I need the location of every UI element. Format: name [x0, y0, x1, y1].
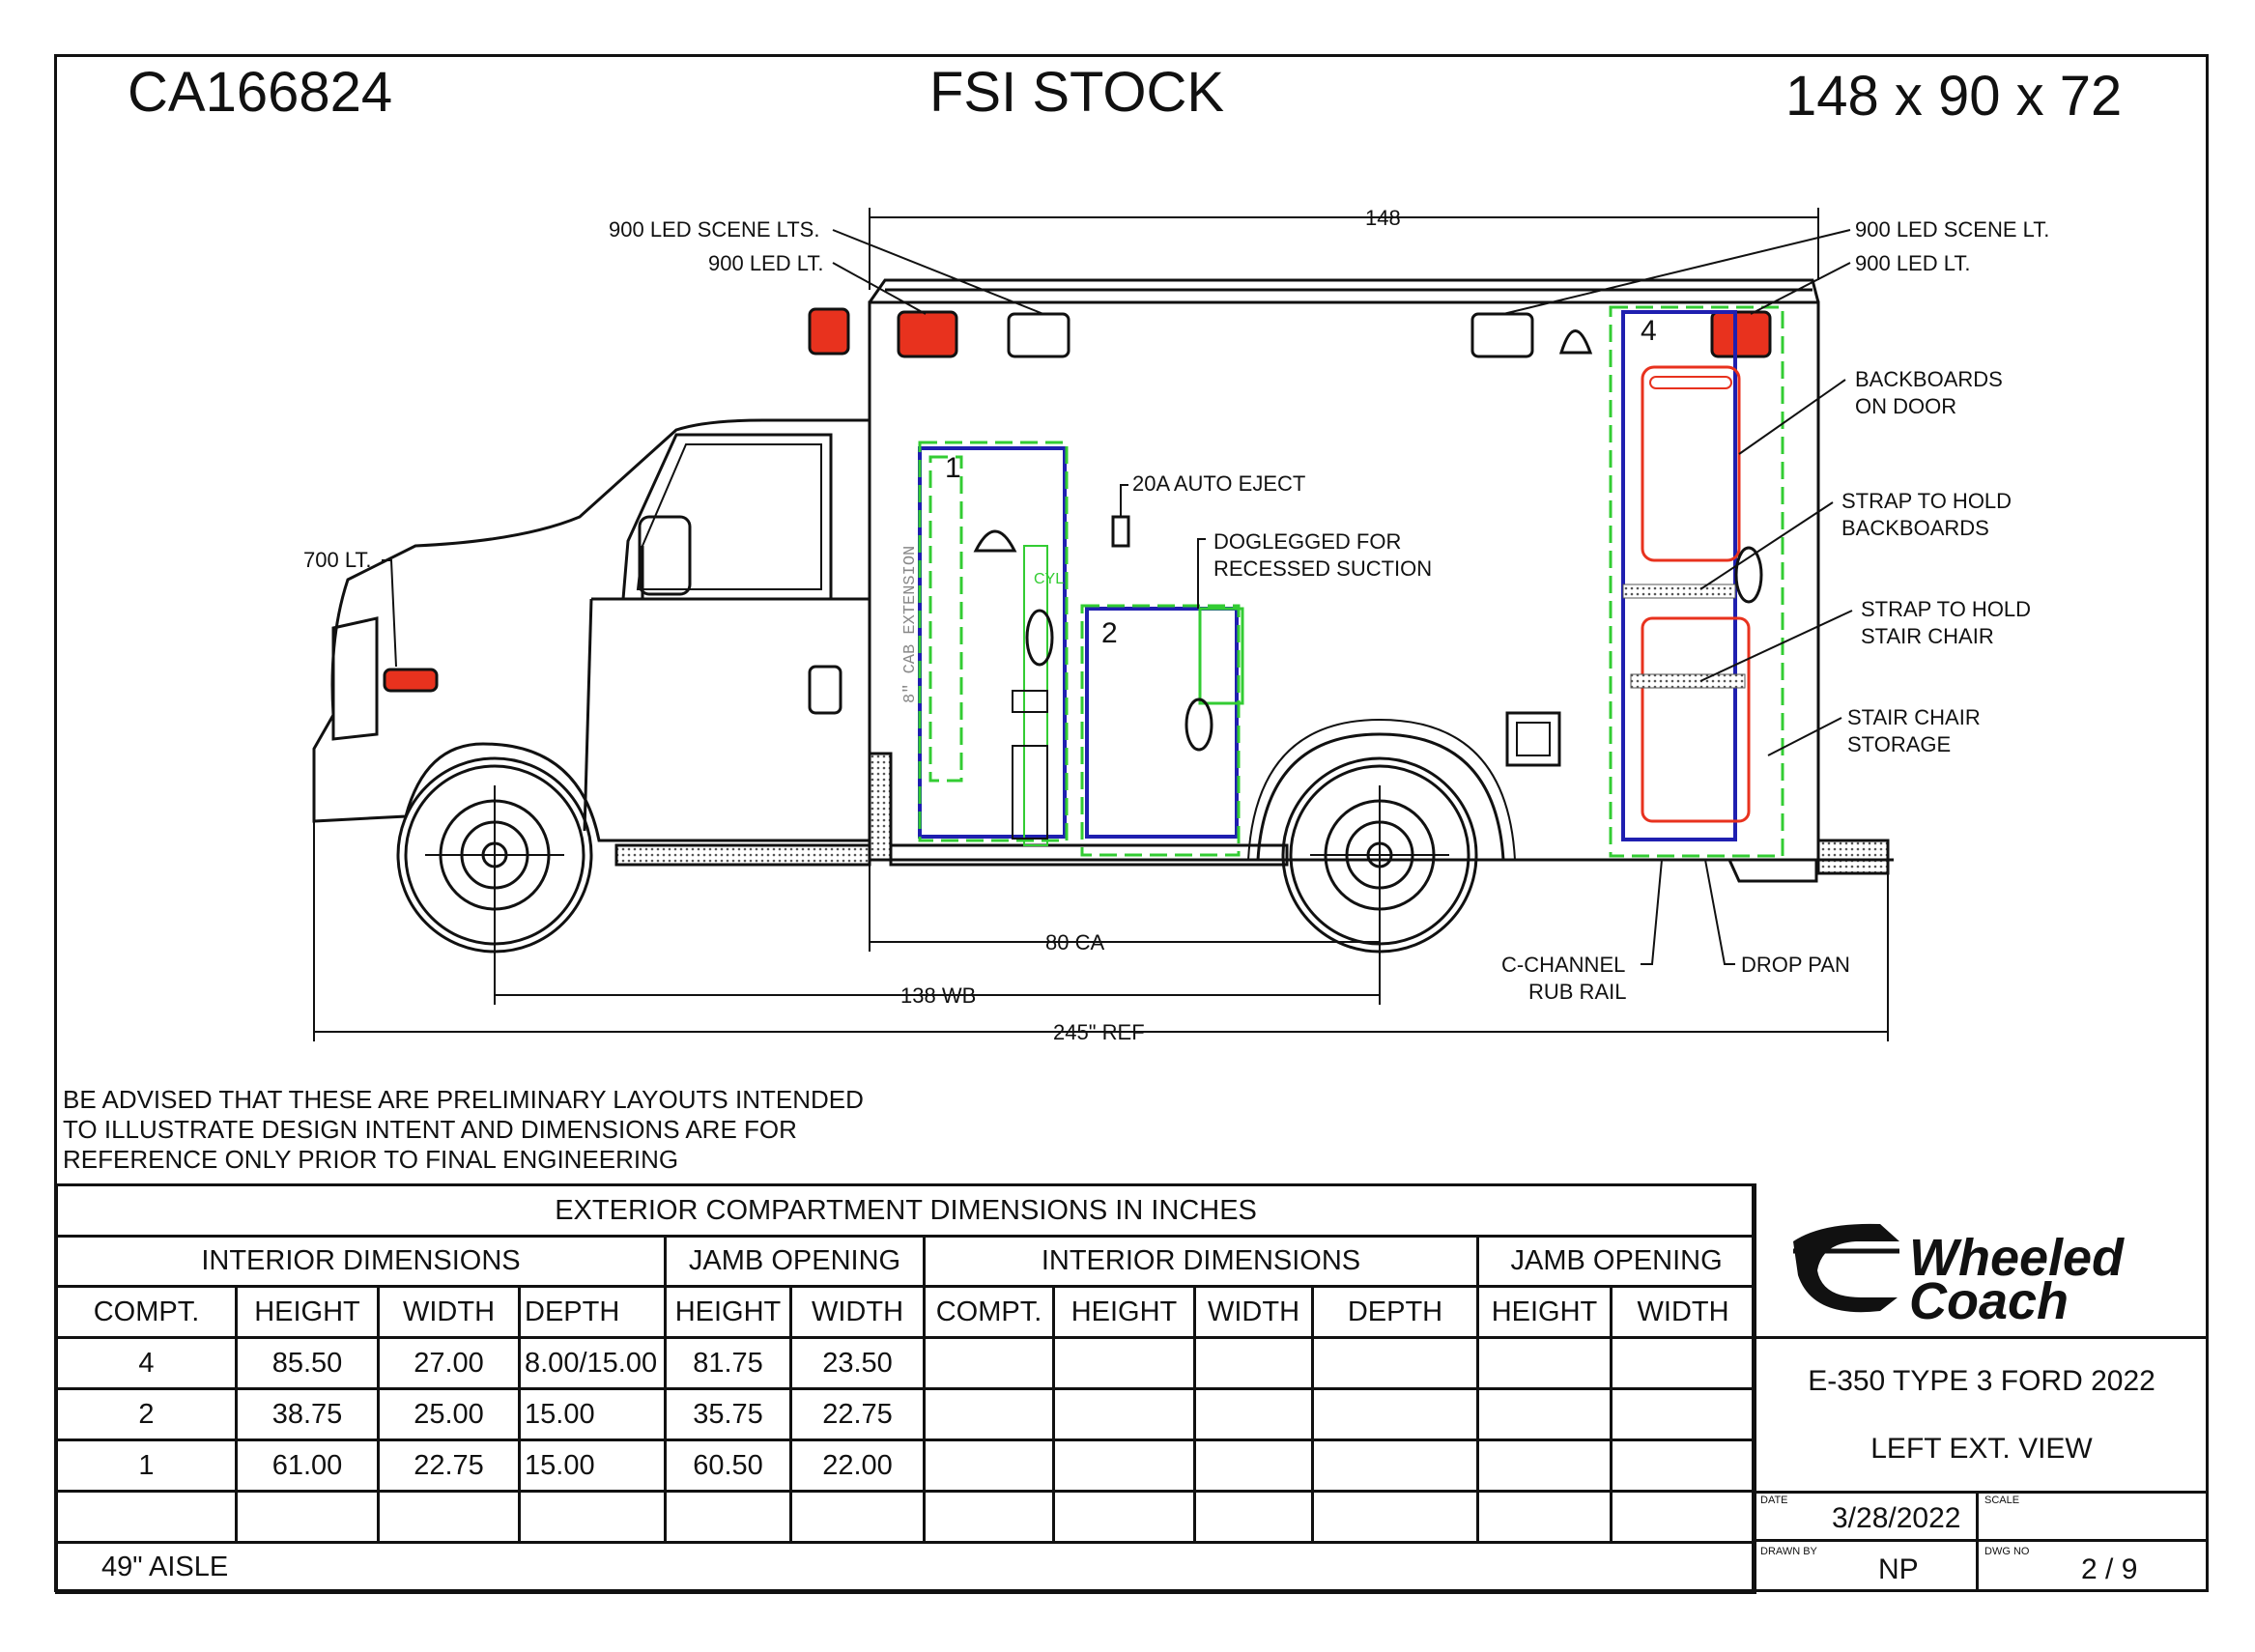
drawing-description: E-350 TYPE 3 FORD 2022 LEFT EXT. VIEW: [1755, 1336, 2209, 1494]
group-interior-left: INTERIOR DIMENSIONS: [55, 1235, 667, 1288]
callout-stair-1: STAIR CHAIR: [1847, 705, 1981, 729]
dim-ca: 80 CA: [1045, 930, 1104, 954]
table-row: 2 38.75 25.00 15.00 35.75 22.75: [55, 1387, 1757, 1441]
dim-148: 148: [1365, 206, 1401, 230]
logo-text-wheeled: Wheeled: [1909, 1229, 2125, 1287]
dim-wb: 138 WB: [900, 983, 976, 1008]
view-name: LEFT EXT. VIEW: [1870, 1433, 2093, 1465]
compartment-4: [1621, 310, 1737, 841]
callout-drop-pan: DROP PAN: [1741, 953, 1850, 977]
compartment-number-2: 2: [1101, 617, 1118, 649]
group-jamb-left: JAMB OPENING: [664, 1235, 926, 1288]
drawn-by-cell: DRAWN BY NP: [1755, 1542, 1979, 1592]
dim-ref: 245" REF: [1053, 1020, 1145, 1044]
compartment-1: [918, 446, 1067, 839]
callout-led-lt-right: 900 LED LT.: [1855, 251, 1970, 275]
callout-c-channel-1: C-CHANNEL: [1501, 953, 1625, 977]
700-light: [383, 668, 439, 693]
callout-backboards-2: ON DOOR: [1855, 394, 1956, 418]
scale-cell: SCALE: [1979, 1491, 2209, 1542]
callout-700-lt: 700 LT.: [303, 548, 372, 572]
callout-scene-lts-left: 900 LED SCENE LTS.: [609, 217, 819, 242]
table-row: 4 85.50 27.00 8.00/15.00 81.75 23.50: [55, 1336, 1757, 1390]
compartment-number-4: 4: [1641, 315, 1657, 347]
group-interior-right: INTERIOR DIMENSIONS: [923, 1235, 1479, 1288]
led-light-right: [1710, 310, 1772, 358]
logo-text-coach: Coach: [1909, 1272, 2069, 1330]
callout-scene-lt-right: 900 LED SCENE LT.: [1855, 217, 2049, 242]
callout-backboards-1: BACKBOARDS: [1855, 367, 2003, 391]
cab-extension-label: 8" CAB EXTENSION: [901, 546, 920, 703]
date-cell: DATE 3/28/2022: [1755, 1491, 1979, 1542]
table-row-empty: [55, 1490, 1757, 1544]
scene-light-left: [1007, 312, 1070, 358]
callout-strap-sc-1: STRAP TO HOLD: [1861, 597, 2031, 621]
compartment-number-1: 1: [945, 452, 961, 484]
callout-strap-sc-2: STAIR CHAIR: [1861, 624, 1994, 648]
dwg-no-value: 2 / 9: [2081, 1553, 2138, 1585]
company-logo: Wheeled Coach: [1755, 1183, 2209, 1339]
led-light-left: [897, 310, 958, 358]
compartment-table: EXTERIOR COMPARTMENT DIMENSIONS IN INCHE…: [54, 1183, 1757, 1594]
callout-c-channel-2: RUB RAIL: [1528, 980, 1626, 1004]
job-number: CA166824: [128, 61, 393, 124]
body-size: 148 x 90 x 72: [1785, 65, 2123, 128]
cyl-label: CYL: [1034, 571, 1064, 587]
disclaimer: BE ADVISED THAT THESE ARE PRELIMINARY LA…: [63, 1085, 864, 1174]
callout-dogleg-2: RECESSED SUCTION: [1213, 556, 1432, 581]
callout-led-lt-left: 900 LED LT.: [708, 251, 823, 275]
callout-auto-eject: 20A AUTO EJECT: [1132, 471, 1305, 496]
compartment-2: [1085, 607, 1239, 839]
callout-dogleg-1: DOGLEGGED FOR: [1213, 529, 1401, 554]
table-title: EXTERIOR COMPARTMENT DIMENSIONS IN INCHE…: [54, 1183, 1757, 1238]
table-header-row: COMPT. HEIGHT WIDTH DEPTH HEIGHT WIDTH C…: [55, 1285, 1757, 1339]
led-light-cab: [808, 307, 850, 356]
date-value: 3/28/2022: [1832, 1502, 1961, 1534]
group-jamb-right: JAMB OPENING: [1475, 1235, 1757, 1288]
vehicle-side-view: 148 900 LED SCENE LTS. 900 LED LT. 900 L…: [303, 206, 2049, 1044]
title-block: Wheeled Coach E-350 TYPE 3 FORD 2022 LEF…: [1752, 1183, 2209, 1592]
aisle-note: 49" AISLE: [54, 1541, 1757, 1594]
callout-stair-2: STORAGE: [1847, 732, 1951, 756]
drawn-by-value: NP: [1878, 1553, 1919, 1585]
dwg-no-cell: DWG NO 2 / 9: [1984, 1546, 2138, 1585]
callout-strap-bb-1: STRAP TO HOLD: [1841, 489, 2012, 513]
drawing-title: FSI STOCK: [929, 61, 1225, 124]
table-row: 1 61.00 22.75 15.00 60.50 22.00: [55, 1438, 1757, 1493]
scene-light-right: [1470, 312, 1534, 358]
callout-strap-bb-2: BACKBOARDS: [1841, 516, 1989, 540]
vehicle-model: E-350 TYPE 3 FORD 2022: [1808, 1365, 2155, 1397]
